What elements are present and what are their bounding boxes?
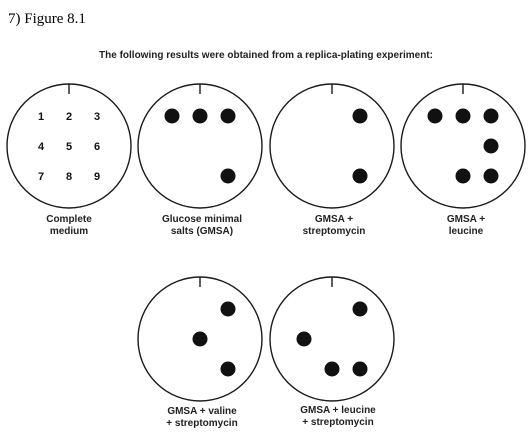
colony-dot	[352, 168, 368, 184]
petri-plate	[269, 276, 395, 402]
petri-plate	[269, 83, 395, 209]
caption-line: GMSA +	[446, 214, 486, 225]
position-number: 2	[66, 111, 72, 123]
colony-dot	[220, 108, 236, 124]
caption-line: GMSA + valine	[167, 406, 237, 417]
petri-plate	[137, 83, 263, 209]
caption-line: + streptomycin	[166, 418, 238, 429]
position-number: 4	[38, 141, 45, 153]
caption-plate-3: GMSA + streptomycin	[264, 214, 404, 238]
caption-line: streptomycin	[302, 226, 366, 237]
position-number: 6	[94, 141, 100, 153]
colony-dot	[220, 361, 236, 377]
colony-dot	[455, 168, 471, 184]
caption-line: Glucose minimal	[161, 214, 243, 225]
caption-line: medium	[49, 226, 89, 237]
position-number: 5	[66, 141, 72, 153]
caption-plate-1: Complete medium	[0, 214, 139, 238]
position-number: 1	[38, 111, 44, 123]
colony-dot	[296, 331, 312, 347]
colony-dot	[220, 168, 236, 184]
colony-dot	[164, 108, 180, 124]
colony-dot	[352, 108, 368, 124]
caption-line: GMSA +	[314, 214, 354, 225]
colony-dot	[220, 301, 236, 317]
colony-dot	[192, 331, 208, 347]
caption-line: leucine	[448, 226, 484, 237]
caption-plate-5: GMSA + valine + streptomycin	[132, 406, 272, 430]
intro-text: The following results were obtained from…	[99, 50, 433, 61]
colony-dot	[352, 301, 368, 317]
colony-dot	[427, 108, 443, 124]
petri-plate	[400, 83, 526, 209]
position-number: 7	[38, 171, 44, 183]
colony-dot	[352, 361, 368, 377]
caption-plate-6: GMSA + leucine + streptomycin	[268, 405, 408, 429]
caption-line: GMSA + leucine	[300, 405, 376, 416]
colony-dot	[455, 108, 471, 124]
position-number: 8	[66, 171, 72, 183]
figure-label: 7) Figure 8.1	[8, 11, 86, 27]
caption-plate-4: GMSA + leucine	[396, 214, 532, 238]
colony-dot	[483, 138, 499, 154]
colony-dot	[324, 361, 340, 377]
caption-plate-2: Glucose minimal salts (GMSA)	[132, 214, 272, 238]
caption-line: salts (GMSA)	[170, 226, 234, 237]
position-number: 9	[94, 171, 100, 183]
position-number: 3	[94, 111, 100, 123]
colony-dot	[483, 108, 499, 124]
caption-line: + streptomycin	[302, 417, 374, 428]
colony-dot	[192, 108, 208, 124]
caption-line: Complete	[46, 214, 92, 225]
colony-dot	[483, 168, 499, 184]
